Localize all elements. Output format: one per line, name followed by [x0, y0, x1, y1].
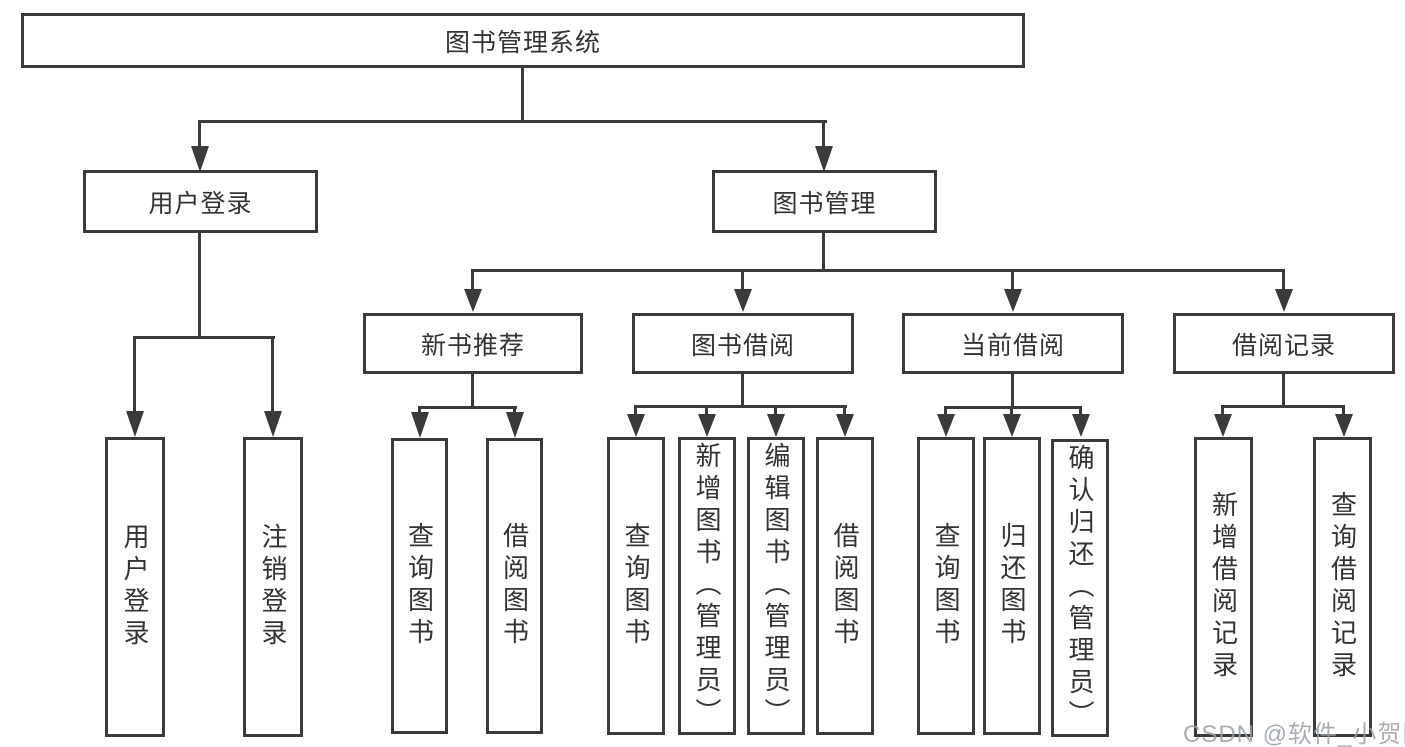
- connector-line: [133, 336, 275, 339]
- arrow-down-icon: [767, 414, 785, 437]
- watermark: CSDN @软件_小贺同学: [1183, 721, 1405, 747]
- arrow-down-icon: [1275, 289, 1293, 312]
- connector-line: [944, 406, 1082, 409]
- connector-line: [822, 233, 825, 269]
- node-label: 新增借阅记录: [1208, 491, 1239, 683]
- connector-line: [198, 120, 827, 123]
- node-label: 借阅图书: [499, 522, 530, 650]
- arrow-down-icon: [1004, 289, 1022, 312]
- node-query-borrow-record: 查询借阅记录: [1313, 437, 1372, 737]
- arrow-down-icon: [191, 146, 209, 172]
- connector-line: [1011, 269, 1014, 289]
- connector-line: [471, 269, 474, 289]
- arrow-down-icon: [126, 411, 144, 437]
- connector-line: [1221, 405, 1224, 414]
- connector-line: [133, 336, 136, 411]
- connector-line: [198, 120, 201, 146]
- connector-line: [843, 405, 846, 414]
- connector-line: [1282, 269, 1285, 289]
- node-borrowing-records: 借阅记录: [1173, 313, 1395, 374]
- arrow-down-icon: [506, 412, 524, 438]
- node-book-borrowing: 图书借阅: [632, 313, 854, 374]
- connector-line: [944, 406, 947, 414]
- node-borrow-books: 借阅图书: [486, 438, 543, 734]
- connector-line: [1010, 406, 1013, 414]
- connector-line: [634, 405, 847, 408]
- connector-line: [521, 68, 524, 120]
- node-label: 查询图书: [931, 522, 961, 650]
- node-borrow-books: 借阅图书: [816, 437, 874, 735]
- connector-line: [418, 406, 421, 414]
- node-label: 查询借阅记录: [1327, 491, 1358, 683]
- connector-line: [1342, 405, 1345, 414]
- node-new-book-recommend: 新书推荐: [363, 313, 583, 374]
- node-user-login: 用户登录: [83, 170, 318, 233]
- node-label: 借阅记录: [1231, 331, 1336, 360]
- node-label: 图书管理: [772, 189, 877, 218]
- node-label: 新增图书（管理员）: [692, 442, 722, 730]
- connector-line: [774, 405, 777, 414]
- node-label: 用户登录: [148, 189, 253, 218]
- node-confirm-return-admin: 确认归还（管理员）: [1051, 439, 1109, 737]
- arrow-down-icon: [734, 289, 752, 312]
- node-label: 编辑图书（管理员）: [761, 442, 791, 730]
- arrow-down-icon: [1072, 414, 1090, 437]
- arrow-down-icon: [1003, 414, 1021, 437]
- node-add-books-admin: 新增图书（管理员）: [678, 437, 736, 735]
- node-label: 查询图书: [404, 522, 435, 650]
- node-label: 查询图书: [621, 522, 651, 650]
- connector-line: [822, 120, 825, 146]
- connector-line: [741, 269, 744, 289]
- connector-line: [1079, 406, 1082, 414]
- connector-line: [198, 233, 201, 336]
- node-label: 当前借阅: [960, 331, 1065, 360]
- connector-line: [705, 405, 708, 414]
- arrow-down-icon: [464, 289, 482, 312]
- node-label: 归还图书: [997, 522, 1027, 650]
- node-library-management-system: 图书管理系统: [21, 13, 1025, 68]
- connector-line: [634, 405, 637, 414]
- connector-line: [471, 269, 1285, 272]
- node-current-borrowing: 当前借阅: [902, 313, 1124, 374]
- node-query-books: 查询图书: [917, 437, 975, 735]
- arrow-down-icon: [411, 412, 429, 438]
- connector-line: [1282, 374, 1285, 405]
- node-label: 确认归还（管理员）: [1065, 444, 1095, 732]
- node-query-books: 查询图书: [391, 438, 448, 734]
- arrow-down-icon: [1335, 414, 1353, 437]
- connector-line: [1221, 405, 1345, 408]
- arrow-down-icon: [264, 411, 282, 437]
- node-label: 用户登录: [120, 523, 150, 651]
- node-label: 注销登录: [258, 523, 288, 651]
- arrow-down-icon: [836, 414, 854, 437]
- node-add-borrow-record: 新增借阅记录: [1194, 437, 1253, 737]
- arrow-down-icon: [1214, 414, 1232, 437]
- connector-line: [271, 336, 274, 411]
- arrow-down-icon: [627, 414, 645, 437]
- connector-line: [513, 406, 516, 414]
- node-book-management: 图书管理: [712, 170, 937, 233]
- node-query-books: 查询图书: [607, 437, 665, 735]
- node-user-login-leaf: 用户登录: [105, 437, 165, 737]
- node-label: 图书借阅: [690, 331, 795, 360]
- connector-line: [418, 406, 517, 409]
- arrow-down-icon: [937, 414, 955, 437]
- arrow-down-icon: [698, 414, 716, 437]
- node-label: 借阅图书: [830, 522, 860, 650]
- node-logout: 注销登录: [243, 437, 303, 737]
- node-edit-books-admin: 编辑图书（管理员）: [747, 437, 805, 735]
- connector-line: [471, 374, 474, 406]
- node-label: 图书管理系统: [444, 28, 601, 57]
- node-label: 新书推荐: [420, 331, 525, 360]
- node-return-books: 归还图书: [983, 437, 1041, 735]
- connector-line: [1011, 374, 1014, 406]
- arrow-down-icon: [815, 146, 833, 172]
- connector-line: [741, 374, 744, 405]
